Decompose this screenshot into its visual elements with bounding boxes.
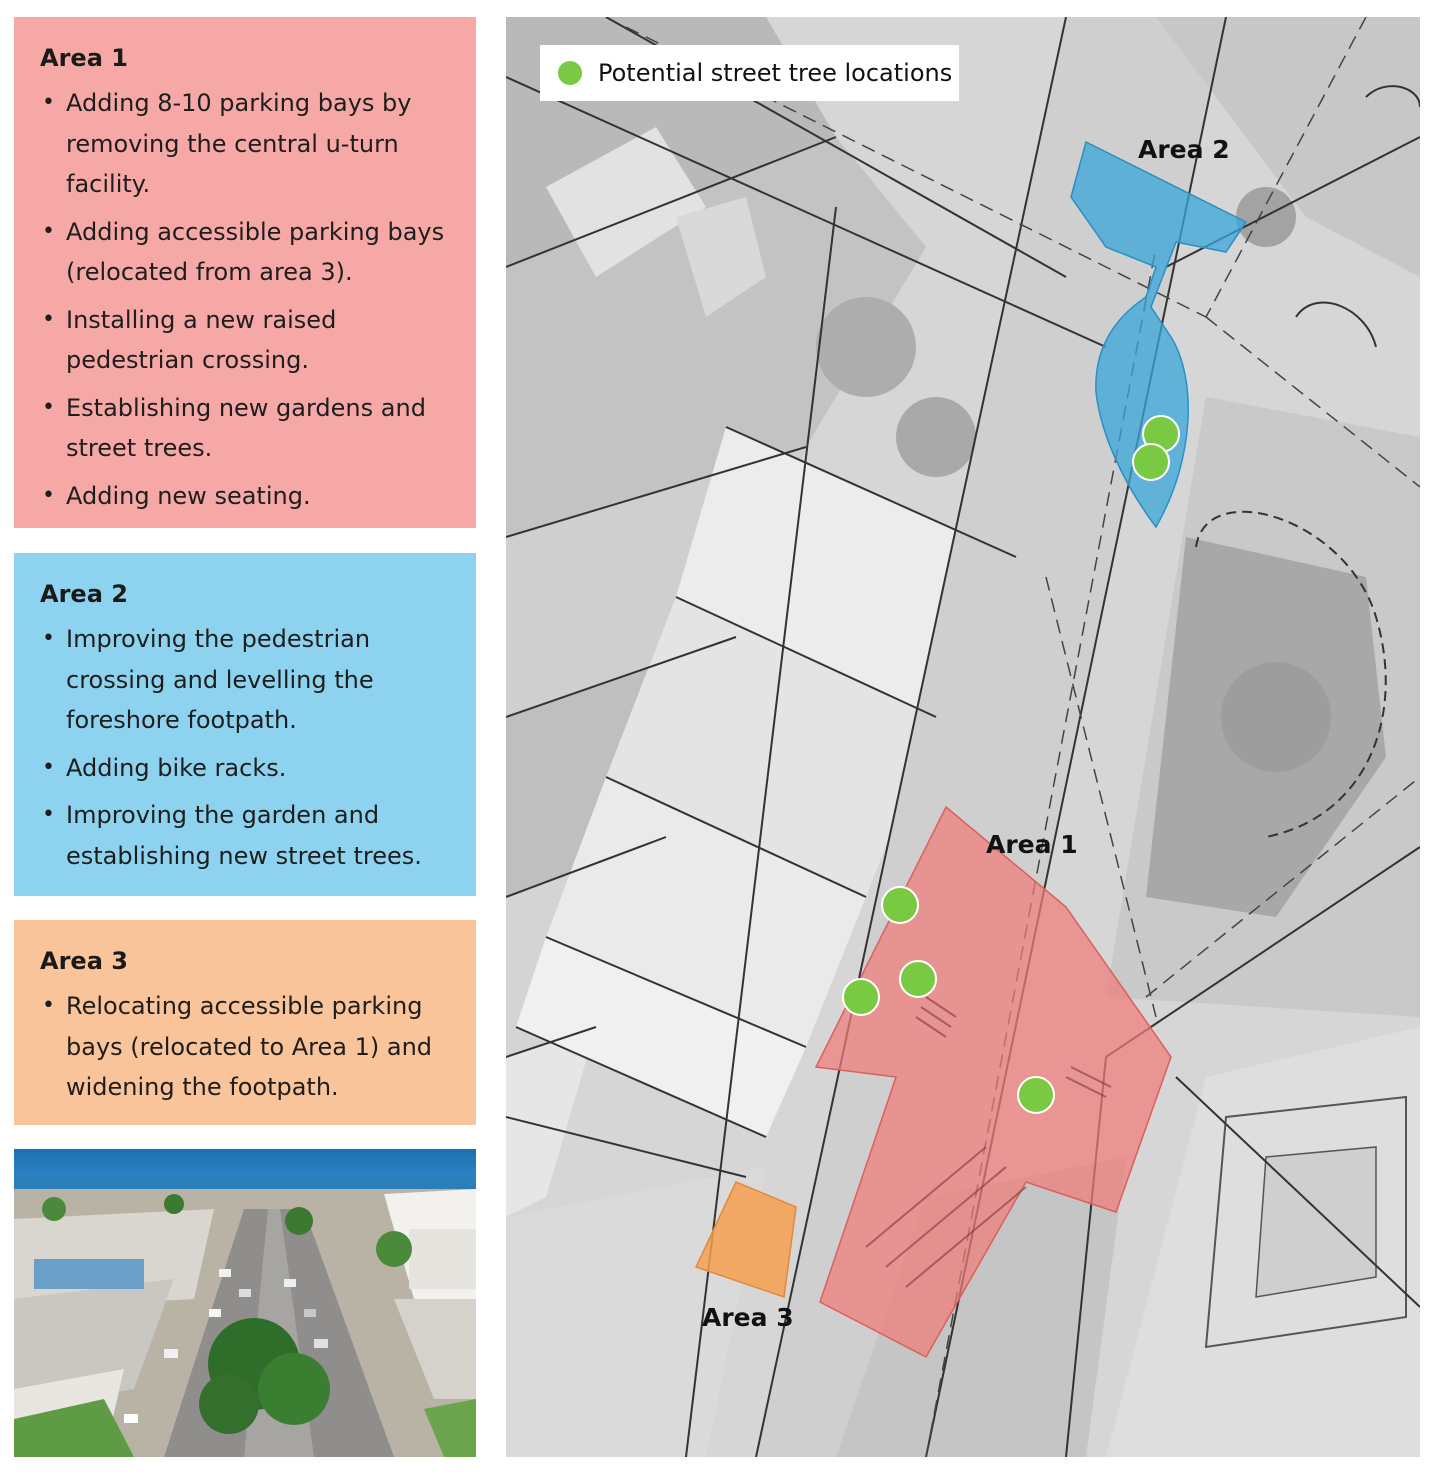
tree-location-dot [899,960,937,998]
list-item: Adding bike racks. [40,748,452,789]
list-item: Relocating accessible parking bays (relo… [40,986,452,1108]
area-3-list: Relocating accessible parking bays (relo… [40,986,452,1108]
green-dot-icon [558,61,582,85]
list-item: Installing a new raised pedestrian cross… [40,300,452,381]
tree-location-dot [881,886,919,924]
list-item: Improving the pedestrian crossing and le… [40,619,452,741]
legend-label: Potential street tree locations [598,59,953,87]
site-map: Potential street tree locations Area 2 A… [506,17,1420,1457]
area-1-list: Adding 8-10 parking bays by removing the… [40,83,452,516]
map-legend: Potential street tree locations [540,45,959,101]
area-1-label: Area 1 [986,830,1078,859]
area-1-title: Area 1 [40,44,128,72]
list-item: Establishing new gardens and street tree… [40,388,452,469]
area-2-overlay [1070,140,1248,529]
area-2-title: Area 2 [40,580,128,608]
area-1-panel: Area 1 Adding 8-10 parking bays by remov… [14,17,476,528]
aerial-street-photo [14,1149,476,1457]
tree-location-dot [842,978,880,1016]
list-item: Adding accessible parking bays (relocate… [40,212,452,293]
area-2-label: Area 2 [1138,135,1230,164]
area-2-panel: Area 2 Improving the pedestrian crossing… [14,553,476,896]
tree-location-dot [1132,443,1170,481]
area-3-overlay [694,1181,797,1299]
area-3-title: Area 3 [40,947,128,975]
tree-location-dot [1017,1076,1055,1114]
list-item: Adding 8-10 parking bays by removing the… [40,83,452,205]
list-item: Improving the garden and establishing ne… [40,795,452,876]
area-2-list: Improving the pedestrian crossing and le… [40,619,452,876]
list-item: Adding new seating. [40,476,452,517]
area-3-panel: Area 3 Relocating accessible parking bay… [14,920,476,1125]
aerial-photo-illustration [14,1149,476,1457]
area-3-label: Area 3 [702,1303,794,1332]
area-1-overlay [814,805,1172,1358]
map-base [506,17,1420,1457]
